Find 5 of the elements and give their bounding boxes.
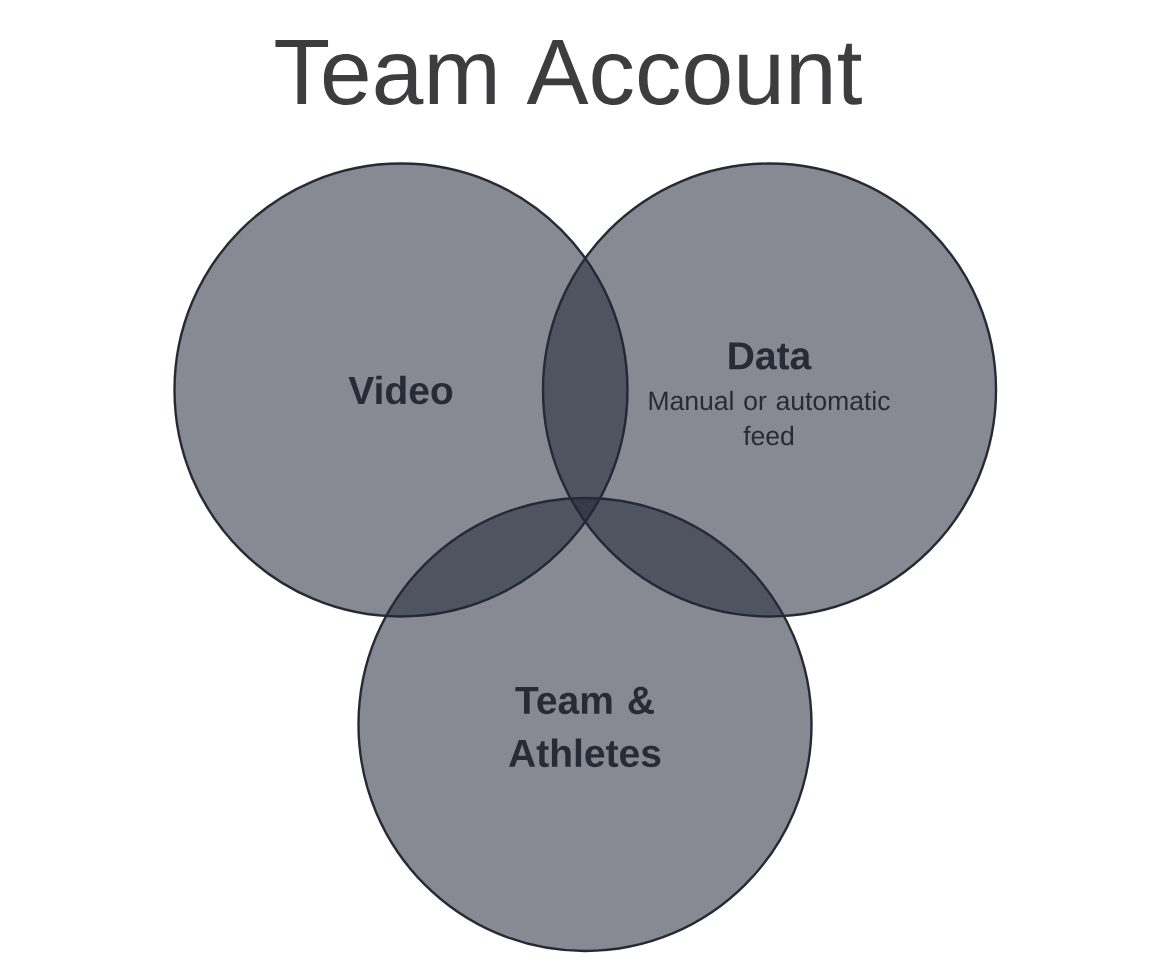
circle-heading: Video — [348, 375, 453, 405]
circle-description: Manual or automatic feed — [649, 390, 890, 446]
circle-heading: Data — [729, 342, 812, 370]
circle-heading: Team & Athletes — [509, 686, 661, 768]
title: Team Account — [275, 40, 862, 105]
